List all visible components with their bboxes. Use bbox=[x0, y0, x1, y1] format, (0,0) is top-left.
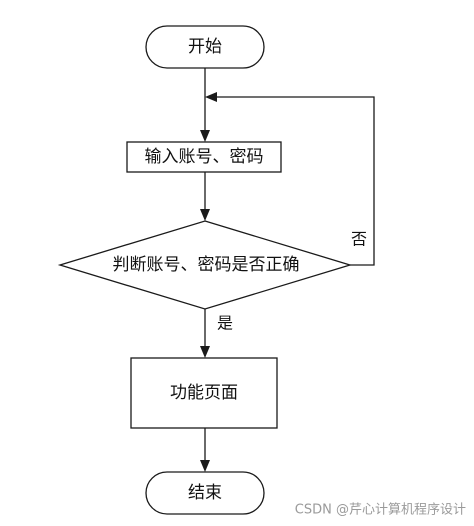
edge-start-to-input bbox=[200, 68, 210, 142]
end-node: 结束 bbox=[145, 471, 265, 515]
decision-node: 判断账号、密码是否正确 bbox=[57, 220, 353, 310]
edge-function-to-end bbox=[200, 428, 210, 472]
edge-decision-yes: 是 bbox=[200, 309, 233, 358]
edge-label-yes: 是 bbox=[217, 314, 233, 333]
start-node-label: 开始 bbox=[188, 37, 222, 57]
function-page-node-label: 功能页面 bbox=[170, 383, 238, 403]
decision-node-label: 判断账号、密码是否正确 bbox=[113, 255, 300, 275]
edge-label-no: 否 bbox=[351, 230, 367, 249]
input-node: 输入账号、密码 bbox=[126, 141, 282, 173]
input-node-label: 输入账号、密码 bbox=[145, 147, 264, 167]
csdn-watermark: CSDN @芹心计算机程序设计 bbox=[295, 503, 466, 518]
edge-decision-no-loop: 否 bbox=[205, 92, 375, 266]
function-page-node: 功能页面 bbox=[130, 357, 278, 429]
arrowhead bbox=[200, 209, 210, 221]
arrowhead bbox=[200, 130, 210, 142]
arrowhead bbox=[200, 346, 210, 358]
edge-input-to-decision bbox=[200, 172, 210, 221]
arrowhead bbox=[205, 92, 217, 102]
arrowhead bbox=[200, 460, 210, 472]
end-node-label: 结束 bbox=[188, 483, 222, 503]
start-node: 开始 bbox=[145, 25, 265, 69]
